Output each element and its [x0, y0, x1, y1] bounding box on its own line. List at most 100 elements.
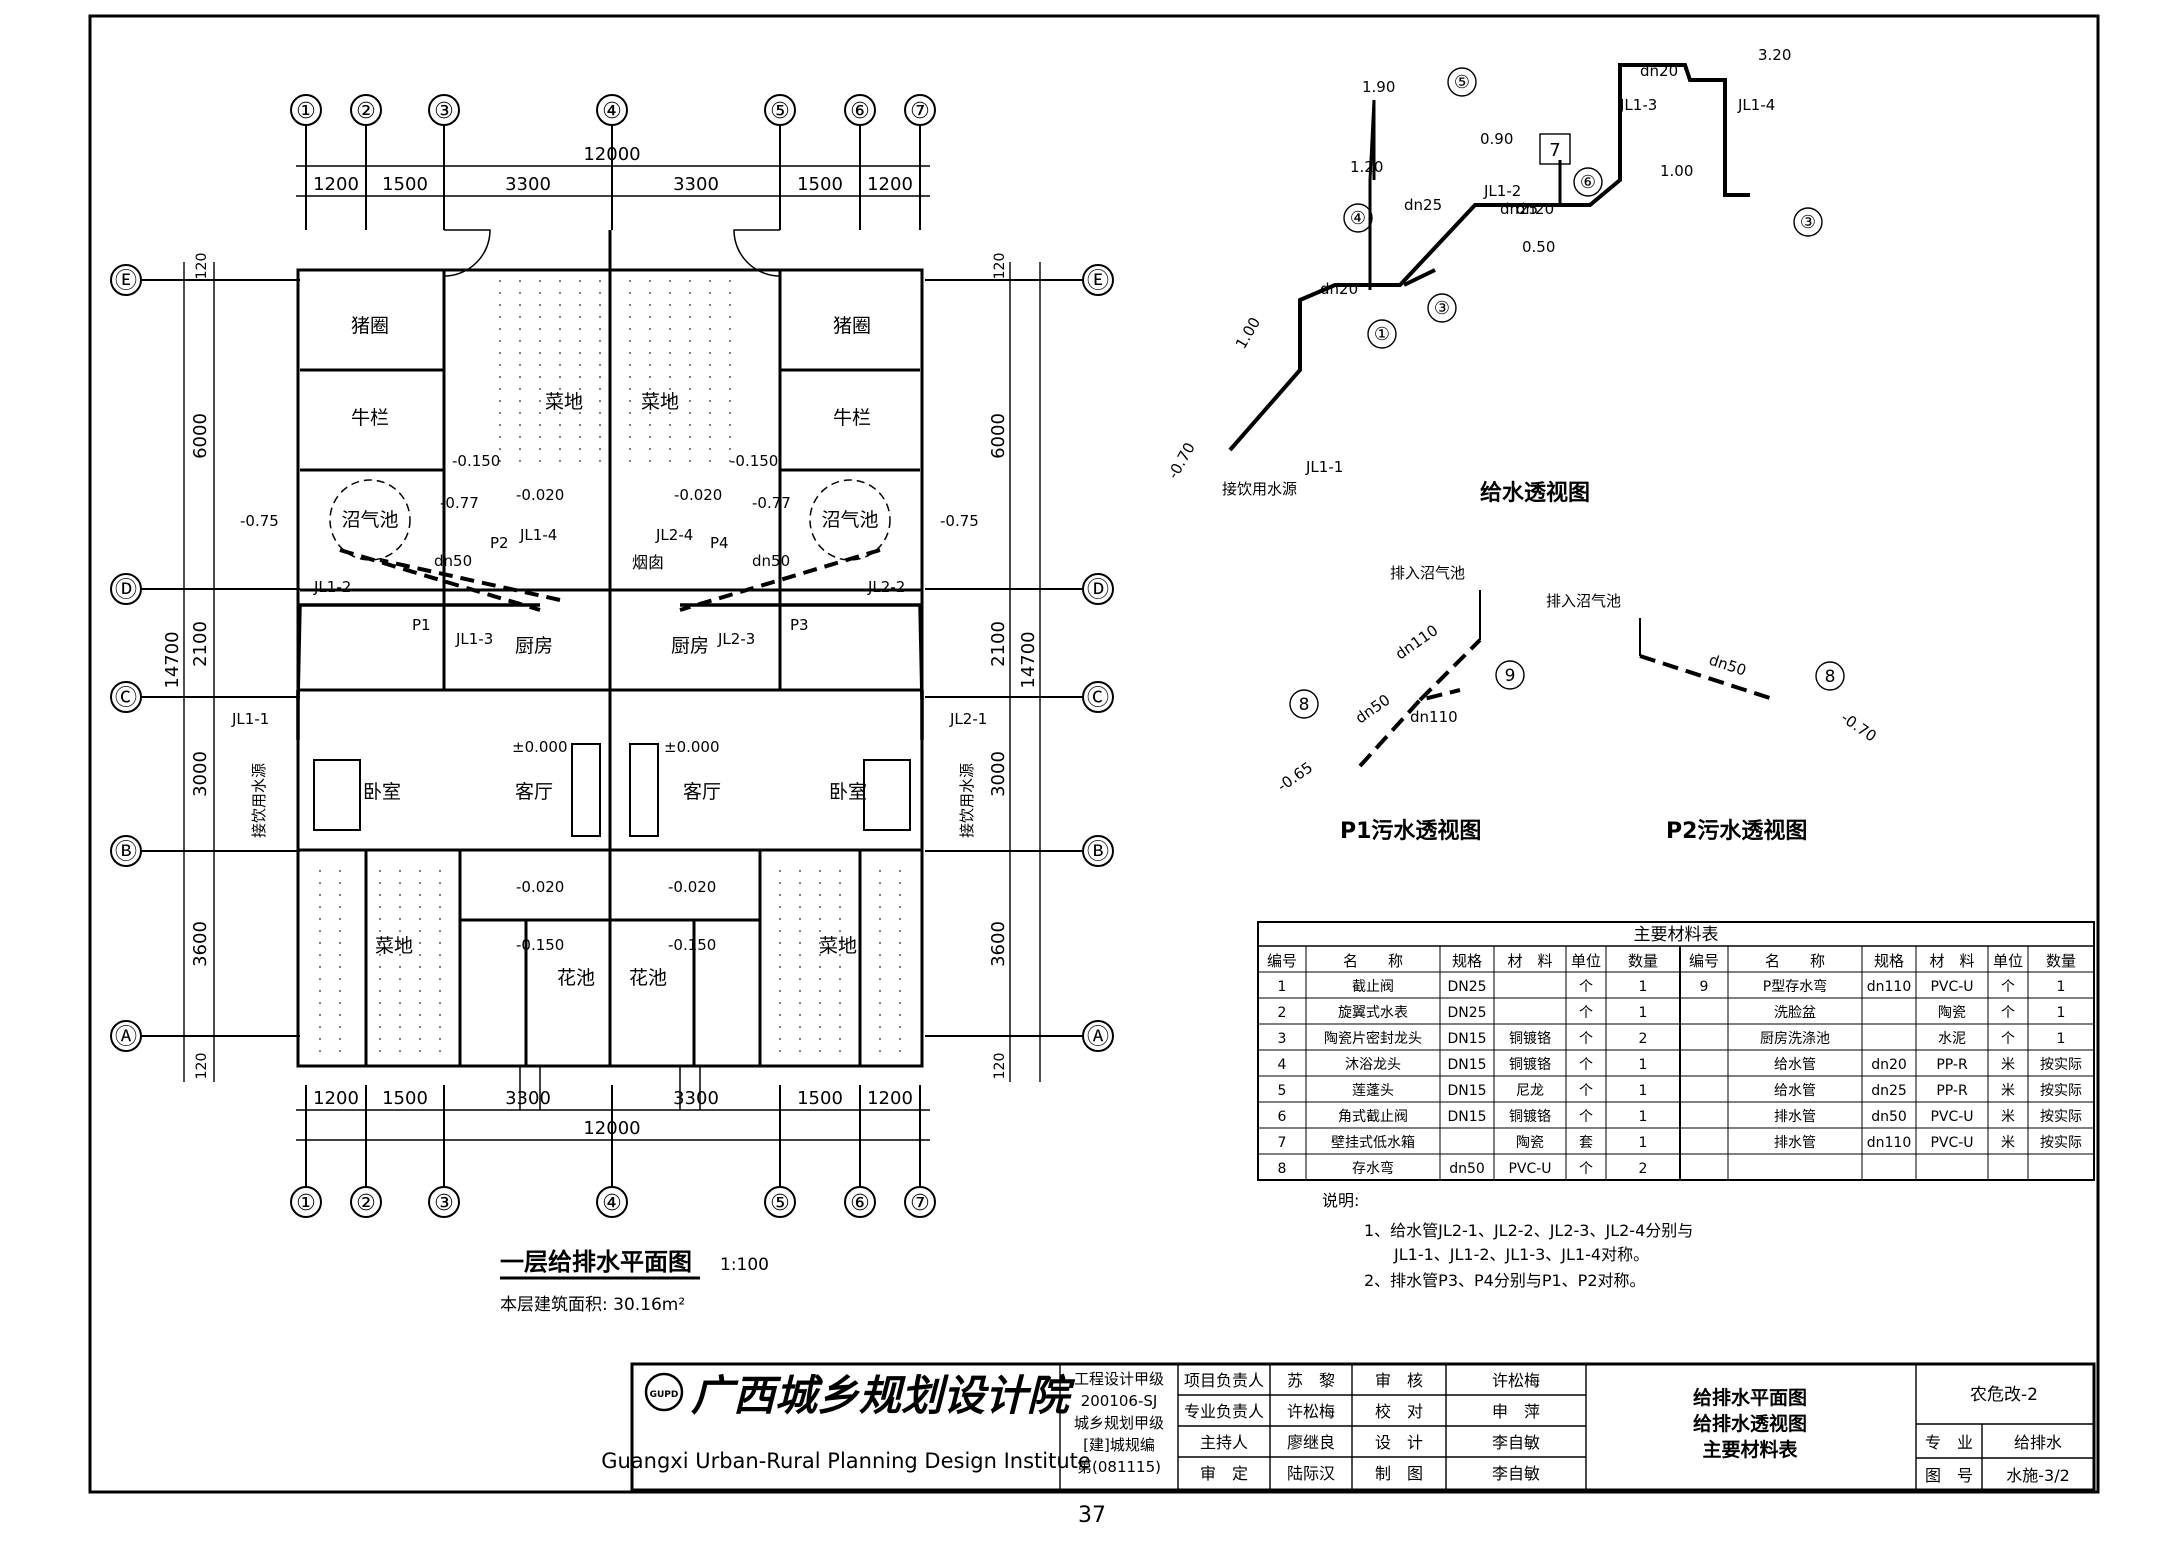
person-approve: 陆际汉	[1287, 1464, 1335, 1483]
iso-dn20-top: dn20	[1640, 62, 1678, 80]
mat-header-no-2: 编号	[1689, 952, 1719, 970]
width-dim-5: 1500	[797, 174, 843, 195]
mat-cell-left-3-4: 个	[1579, 1057, 1593, 1073]
mat-cell-left-1-4: 个	[1579, 1005, 1593, 1021]
role-check: 校 对	[1375, 1402, 1423, 1421]
level-minus-0150-garden-right: -0.150	[668, 936, 716, 954]
institute-logo: GUPD	[650, 1390, 679, 1400]
room-labels: 猪圈 猪圈 牛栏 牛栏 菜地 菜地 沼气池 沼气池 厨房 厨房 烟囱 卧室 卧室…	[341, 315, 878, 989]
pipe-jl2-4: JL2-4	[655, 526, 693, 544]
water-source-left: 接饮用水源	[250, 763, 268, 838]
mat-cell-left-3-5: 1	[1639, 1057, 1648, 1073]
mat-cell-right-3-2: dn20	[1871, 1057, 1907, 1073]
room-pig-right: 猪圈	[833, 315, 871, 337]
depth-dim-4: 3600	[190, 921, 211, 967]
cert-line-2: 200106-SJ	[1081, 1392, 1158, 1410]
axis-label-b-right: Ⓑ	[1087, 840, 1109, 865]
depth-dim-2-right: 2100	[988, 621, 1009, 667]
mat-cell-right-0-5: 1	[2057, 979, 2066, 995]
mat-cell-left-6-4: 套	[1579, 1135, 1593, 1151]
iso-tag-4: ④	[1350, 208, 1366, 229]
iso-level-120: 1.20	[1350, 158, 1383, 176]
notes: 说明: 1、给水管JL2-1、JL2-2、JL2-3、JL2-4分别与 JL1-…	[1322, 1191, 1693, 1290]
overall-depth-dim: 14700	[162, 631, 183, 688]
iso-tag-1: ①	[1374, 324, 1390, 345]
pipe-jl1-3: JL1-3	[455, 630, 493, 648]
institute-name-cn: 广西城乡规划设计院	[691, 1371, 1076, 1420]
axis-label-3: ③	[434, 99, 454, 124]
depth-dim-3-right: 3000	[988, 751, 1009, 797]
plan-area: 本层建筑面积: 30.16m²	[500, 1295, 685, 1315]
iso-tag-5: ⑤	[1454, 72, 1470, 93]
person-drafting: 李自敏	[1492, 1464, 1540, 1483]
role-approve: 审 定	[1200, 1464, 1248, 1483]
width-dim-2: 1500	[382, 174, 428, 195]
drain-p4: P4	[710, 534, 729, 552]
width-dim-3: 3300	[505, 174, 551, 195]
axis-label-6-bottom: ⑥	[850, 1191, 870, 1216]
iso-dn25-a: dn20	[1320, 280, 1358, 298]
drawing-title-3: 主要材料表	[1702, 1438, 1798, 1461]
level-minus-077-right: -0.77	[752, 494, 791, 512]
mat-cell-left-2-4: 个	[1579, 1031, 1593, 1047]
pipe-jl1-2: JL1-2	[313, 578, 351, 596]
mat-cell-left-5-3: 铜镀铬	[1509, 1108, 1551, 1125]
overall-width-dim: 12000	[583, 144, 640, 165]
plan-labels: ① ② ③ ④ ⑤ ⑥ ⑦ ① ② ③ ④ ⑤ ⑥ ⑦ Ⓔ Ⓓ Ⓒ Ⓑ Ⓐ Ⓔ …	[115, 99, 1109, 1216]
mat-cell-left-6-1: 壁挂式低水箱	[1331, 1135, 1415, 1151]
level-minus-0150-right: -0.150	[730, 452, 778, 470]
person-project-lead: 苏 黎	[1287, 1371, 1335, 1390]
biogas-tank-left	[329, 479, 411, 561]
mat-cell-left-3-1: 沐浴龙头	[1345, 1057, 1401, 1073]
overall-width-dim-bottom: 12000	[583, 1118, 640, 1139]
axis-label-d-right: Ⓓ	[1087, 578, 1109, 603]
axis-label-4: ④	[602, 99, 622, 124]
title-block	[630, 1362, 2096, 1492]
chimney-label: 烟囱	[632, 553, 664, 572]
title-block-text: GUPD 广西城乡规划设计院 Guangxi Urban-Rural Plann…	[601, 1370, 2070, 1485]
mat-cell-right-3-4: 米	[2001, 1057, 2015, 1073]
mat-cell-right-4-2: dn25	[1871, 1083, 1907, 1099]
plan-title-block: 一层给排水平面图 1:100 本层建筑面积: 30.16m²	[500, 1248, 769, 1315]
mat-cell-right-5-3: PVC-U	[1930, 1109, 1973, 1125]
mat-cell-left-1-5: 1	[1639, 1005, 1648, 1021]
level-minus-0020-right: -0.020	[674, 486, 722, 504]
width-dim-2-bottom: 1500	[382, 1088, 428, 1109]
room-bedroom-right: 卧室	[829, 781, 867, 803]
mat-cell-left-3-0: 4	[1278, 1057, 1287, 1073]
axis-label-3-bottom: ③	[434, 1191, 454, 1216]
mat-cell-right-2-4: 个	[2001, 1031, 2015, 1047]
mat-header-spec: 规格	[1452, 952, 1482, 970]
discipline-value: 给排水	[2014, 1433, 2062, 1452]
role-design: 设 计	[1375, 1433, 1423, 1452]
width-dim-4-bottom: 3300	[673, 1088, 719, 1109]
level-minus-0020-left: -0.020	[516, 486, 564, 504]
pipe-labels: JL1-1 JL1-2 JL1-3 JL1-4 JL2-1 JL2-2 JL2-…	[231, 526, 987, 838]
axis-label-e: Ⓔ	[115, 269, 137, 294]
p1-outlet-label: 排入沼气池	[1390, 564, 1465, 582]
drain-dn50-right: dn50	[752, 552, 790, 570]
room-living-right: 客厅	[683, 781, 721, 803]
room-bedroom-left: 卧室	[363, 781, 401, 803]
mat-cell-right-0-0: 9	[1700, 979, 1709, 995]
p2-isometric	[1639, 618, 1845, 702]
mat-cell-right-0-3: PVC-U	[1930, 979, 1973, 995]
plan-scale: 1:100	[720, 1255, 769, 1275]
iso-jl1-3: JL1-3	[1619, 96, 1657, 114]
p1-dn110-b: dn110	[1410, 708, 1458, 726]
mat-cell-left-2-5: 2	[1639, 1031, 1648, 1047]
mat-cell-right-4-5: 按实际	[2040, 1083, 2082, 1099]
mat-header-spec-2: 规格	[1874, 952, 1904, 970]
role-discipline-lead: 专业负责人	[1184, 1402, 1264, 1421]
width-dim-6-bottom: 1200	[867, 1088, 913, 1109]
cert-line-1: 工程设计甲级	[1074, 1370, 1164, 1388]
mat-cell-left-5-0: 6	[1278, 1109, 1287, 1125]
depth-dim-2: 2100	[190, 621, 211, 667]
mat-cell-right-2-3: 水泥	[1938, 1031, 1966, 1047]
level-minus-0150-left: -0.150	[452, 452, 500, 470]
iso-tag-7: 7	[1549, 140, 1560, 161]
mat-cell-right-0-4: 个	[2001, 979, 2015, 995]
role-review: 审 核	[1375, 1371, 1423, 1390]
axis-label-2: ②	[356, 99, 376, 124]
